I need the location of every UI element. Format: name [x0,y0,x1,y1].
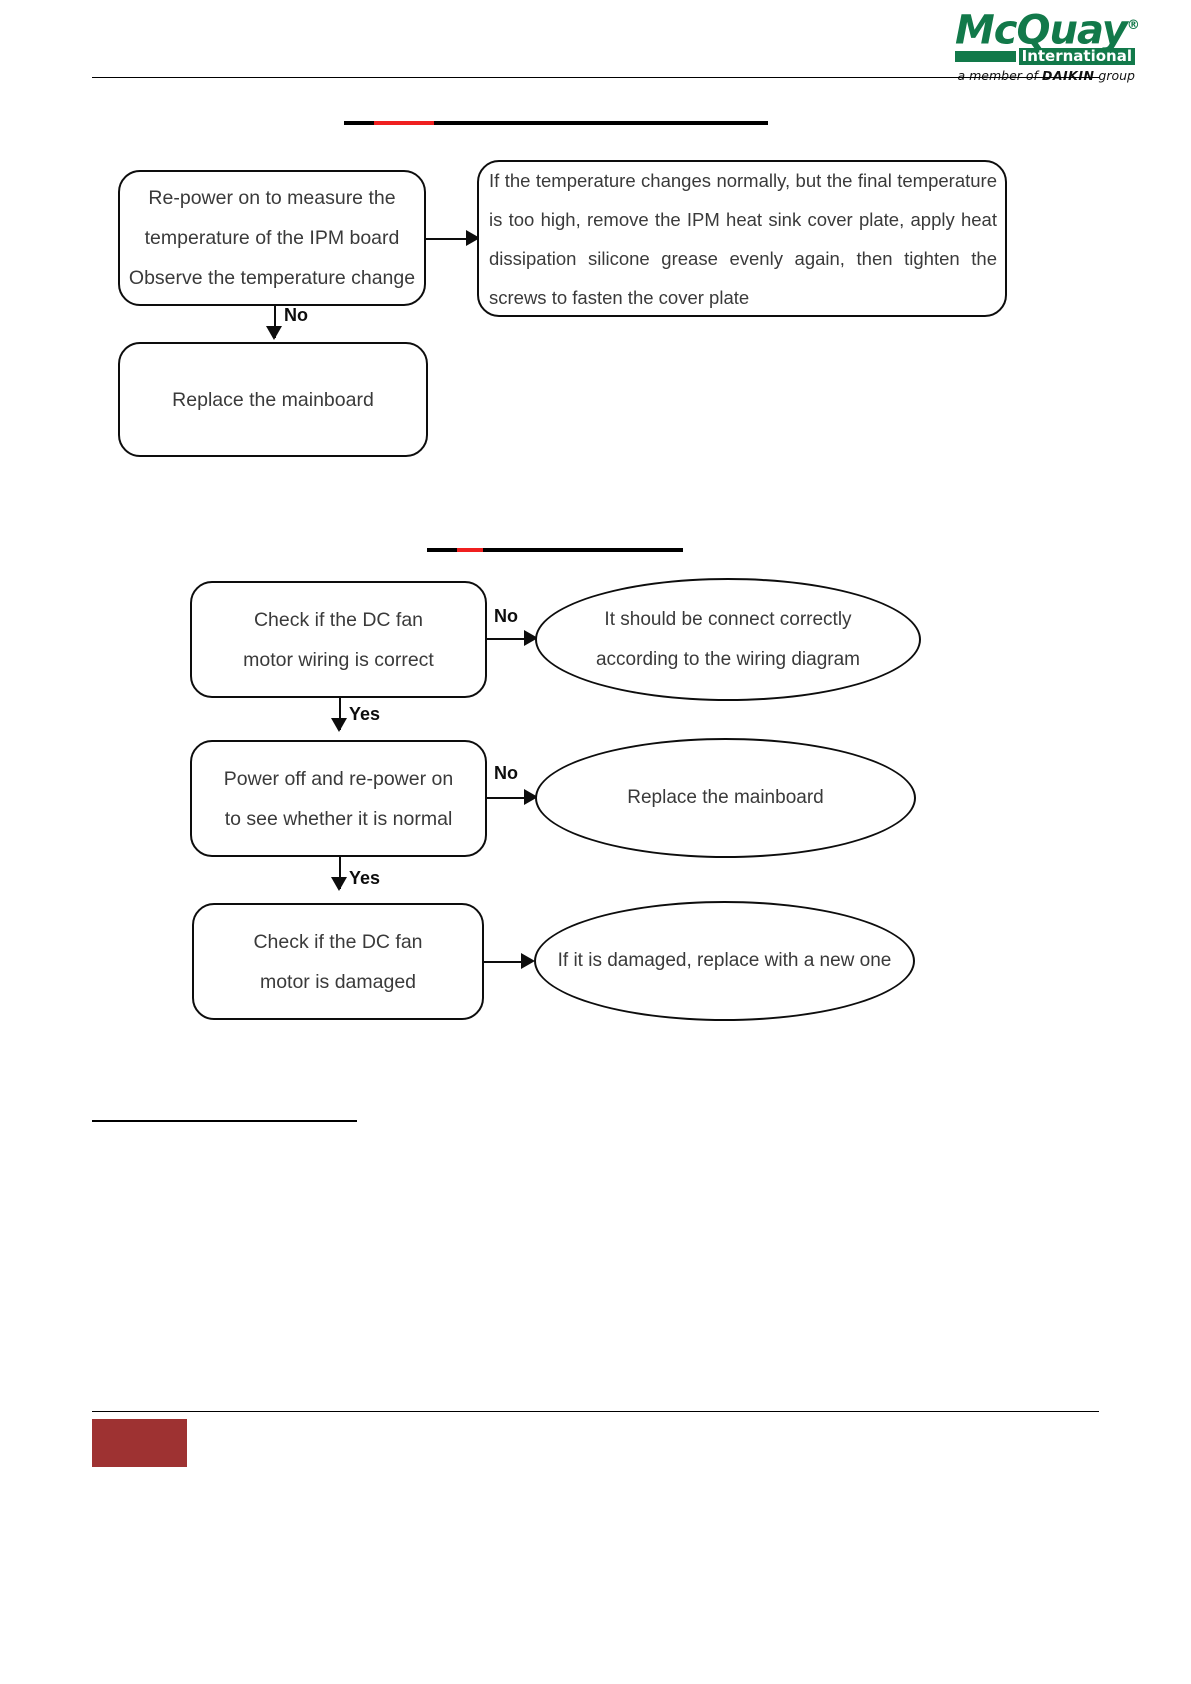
flow1-arrow-head-down [266,326,282,340]
footer-divider [92,1411,1099,1412]
flow2-step-2-next-line [339,857,341,889]
tagline-prefix: a member of [957,68,1042,84]
flow1-start-line1: Re-power on to measure the [148,187,396,209]
flow2-step-1-result-ellipse: It should be connect correctly according… [535,578,921,701]
logo-brand-text: McQuay® [955,6,1140,54]
heading-two-red-marker [457,548,483,552]
flow1-arrow-line-right [426,238,468,240]
flow2-step-1-line2: motor wiring is correct [243,648,434,671]
flow1-end-text: Replace the mainboard [172,388,374,411]
flow2-step-1-next-label: Yes [349,704,381,724]
flow1-start-box: Re-power on to measure the temperature o… [118,170,426,306]
logo-brand-word: McQuay [955,7,1128,54]
flow2-step-1-result-line1: It should be connect correctly [604,608,852,630]
flow2-step-1-result-line2: according to the wiring diagram [595,648,861,670]
flow2-step-1-branch-label: No [494,606,518,626]
flow1-arrow-head-right [466,230,480,246]
tagline-suffix: group [1094,68,1135,84]
flow2-step-3-box: Check if the DC fan motor is damaged [192,903,484,1020]
flow2-step-3-result-line1: If it is damaged, replace with a new one [557,950,892,971]
section-underline [92,1120,357,1122]
flow2-step-2-line1: Power off and re-power on [223,767,454,790]
flow2-step-3-line2: motor is damaged [259,970,417,993]
section-heading-two-redacted [427,548,683,552]
logo-daikin-tagline: a member of DAIKIN group [955,68,1136,84]
flow2-step-2-next-arrow [331,877,347,891]
flow1-start-line2: temperature of the IPM board [144,227,400,249]
flow1-edge-label-no: No [284,305,308,325]
flow1-result-text: If the temperature changes normally, but… [489,169,997,308]
flow2-step-2-branch-label: No [494,763,518,783]
mcquay-logo: McQuay® International a member of DAIKIN… [955,6,1140,84]
flow2-step-3-line1: Check if the DC fan [253,930,423,953]
flow2-step-1-line1: Check if the DC fan [253,608,424,631]
registered-trademark-icon: ® [1126,18,1140,33]
flow2-step-3-arrow-head [521,953,535,969]
tagline-daikin: DAIKIN [1041,68,1095,84]
flow2-step-2-next-label: Yes [349,868,381,888]
flow2-step-3-result-ellipse: If it is damaged, replace with a new one [534,901,915,1021]
flow2-step-2-arrow-head [524,789,538,805]
flow2-step-1-box: Check if the DC fan motor wiring is corr… [190,581,487,698]
flow2-step-1-next-line [339,698,341,730]
flow1-start-line3: Observe the temperature change [128,267,416,289]
flow2-step-3-arrow-line [484,961,526,963]
flow2-step-1-arrow-head [524,630,538,646]
heading-one-red-marker [374,121,434,125]
flow2-step-2-line2: to see whether it is normal [224,807,453,830]
logo-international-text: International [1018,48,1135,66]
flow2-step-1-arrow-line [487,638,529,640]
flow1-end-box: Replace the mainboard [118,342,428,457]
flow2-step-2-arrow-line [487,797,529,799]
flow2-step-1-next-arrow [331,718,347,732]
header-divider [92,77,1099,78]
flow2-step-2-box: Power off and re-power on to see whether… [190,740,487,857]
logo-green-bar [955,51,1016,63]
flow2-step-2-result-ellipse: Replace the mainboard [535,738,916,858]
footer-page-marker [92,1419,187,1467]
section-heading-one-redacted [344,121,768,125]
logo-international-row: International [955,48,1135,66]
flow1-arrow-line-down [274,306,276,338]
flow2-step-2-result-line1: Replace the mainboard [627,787,824,808]
flow1-result-box: If the temperature changes normally, but… [477,160,1007,317]
